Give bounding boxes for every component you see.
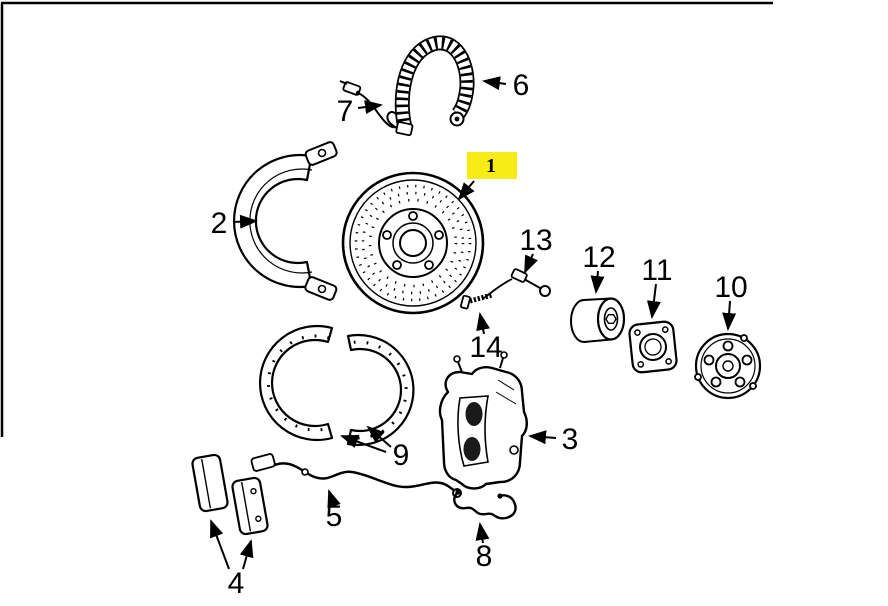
brake-caliper	[438, 351, 528, 490]
callout-4[interactable]: 4	[228, 567, 245, 600]
caliper-carrier-bracket	[233, 141, 338, 301]
bolt-threads	[469, 292, 493, 304]
arrow-to-spring	[475, 522, 490, 544]
hub-rim-bumps	[694, 334, 757, 390]
arrow-to-pad-left	[210, 519, 230, 570]
arrow-to-bolt	[476, 312, 491, 335]
arrow-to-bracket	[232, 214, 258, 229]
wear-sensor	[483, 268, 551, 299]
arrow-to-caliper	[528, 430, 557, 445]
bearing-cover-plate	[628, 320, 678, 374]
callout-13[interactable]: 13	[519, 224, 552, 257]
leader-arrows	[210, 76, 737, 570]
callout-12[interactable]: 12	[582, 241, 615, 274]
arrow-to-shoe-right	[366, 425, 392, 448]
callout-9[interactable]: 9	[393, 439, 410, 472]
arrow-to-bearing	[590, 270, 605, 294]
highlighted-callout-1[interactable]: 1	[467, 152, 517, 179]
bearing-inner-hex	[605, 314, 617, 324]
arrow-to-hose	[482, 76, 507, 91]
sensor-bolt	[459, 292, 493, 310]
arrow-to-plate	[646, 283, 661, 319]
wheel-hub	[694, 332, 762, 400]
wheel-bearing	[570, 297, 626, 343]
pad-retaining-spring	[453, 489, 517, 520]
caliper-piston-opening-2	[463, 437, 481, 461]
parking-brake-shoes	[258, 324, 415, 447]
callout-3[interactable]: 3	[562, 423, 579, 456]
callout-11[interactable]: 11	[641, 254, 672, 287]
hub-lug-holes	[703, 340, 753, 388]
arrow-to-disc	[457, 180, 475, 201]
arrow-to-cable	[327, 489, 341, 509]
callout-10[interactable]: 10	[714, 271, 747, 304]
callout-8[interactable]: 8	[476, 540, 493, 573]
arrow-to-pipe	[357, 100, 383, 115]
brake-disc	[341, 171, 485, 315]
arrow-to-shoe-left	[340, 434, 387, 453]
callout-1-highlight-box[interactable]	[467, 152, 517, 179]
arrow-to-sensor	[524, 253, 538, 274]
plate-corner-holes	[634, 326, 672, 368]
caliper-piston-opening	[465, 402, 483, 426]
disc-vent-holes-ring-middle	[361, 191, 465, 295]
bleeder-valve-2	[500, 351, 508, 359]
callout-7[interactable]: 7	[337, 95, 354, 128]
callout-6[interactable]: 6	[513, 69, 530, 102]
brake-pads	[191, 453, 269, 536]
flexible-brake-hose	[394, 35, 475, 137]
arrow-to-hub	[722, 300, 737, 331]
disc-vent-holes-ring-inner	[368, 198, 458, 288]
callout-1[interactable]: 1	[486, 155, 496, 177]
arrow-to-pad-right	[239, 539, 254, 570]
callout-labels: 2 3 4 5 6 7 8 9 10 11 12 13 14	[211, 69, 748, 600]
image-border	[0, 1, 773, 437]
disc-lug-holes	[382, 211, 444, 270]
cable-connector	[250, 453, 276, 472]
bleeder-valve	[453, 355, 461, 363]
callout-2[interactable]: 2	[211, 207, 228, 240]
callout-14[interactable]: 14	[469, 331, 502, 364]
disc-vent-holes-ring-outer	[354, 184, 472, 302]
callout-5[interactable]: 5	[326, 500, 343, 533]
pad-wear-sensor-cable	[250, 453, 462, 498]
